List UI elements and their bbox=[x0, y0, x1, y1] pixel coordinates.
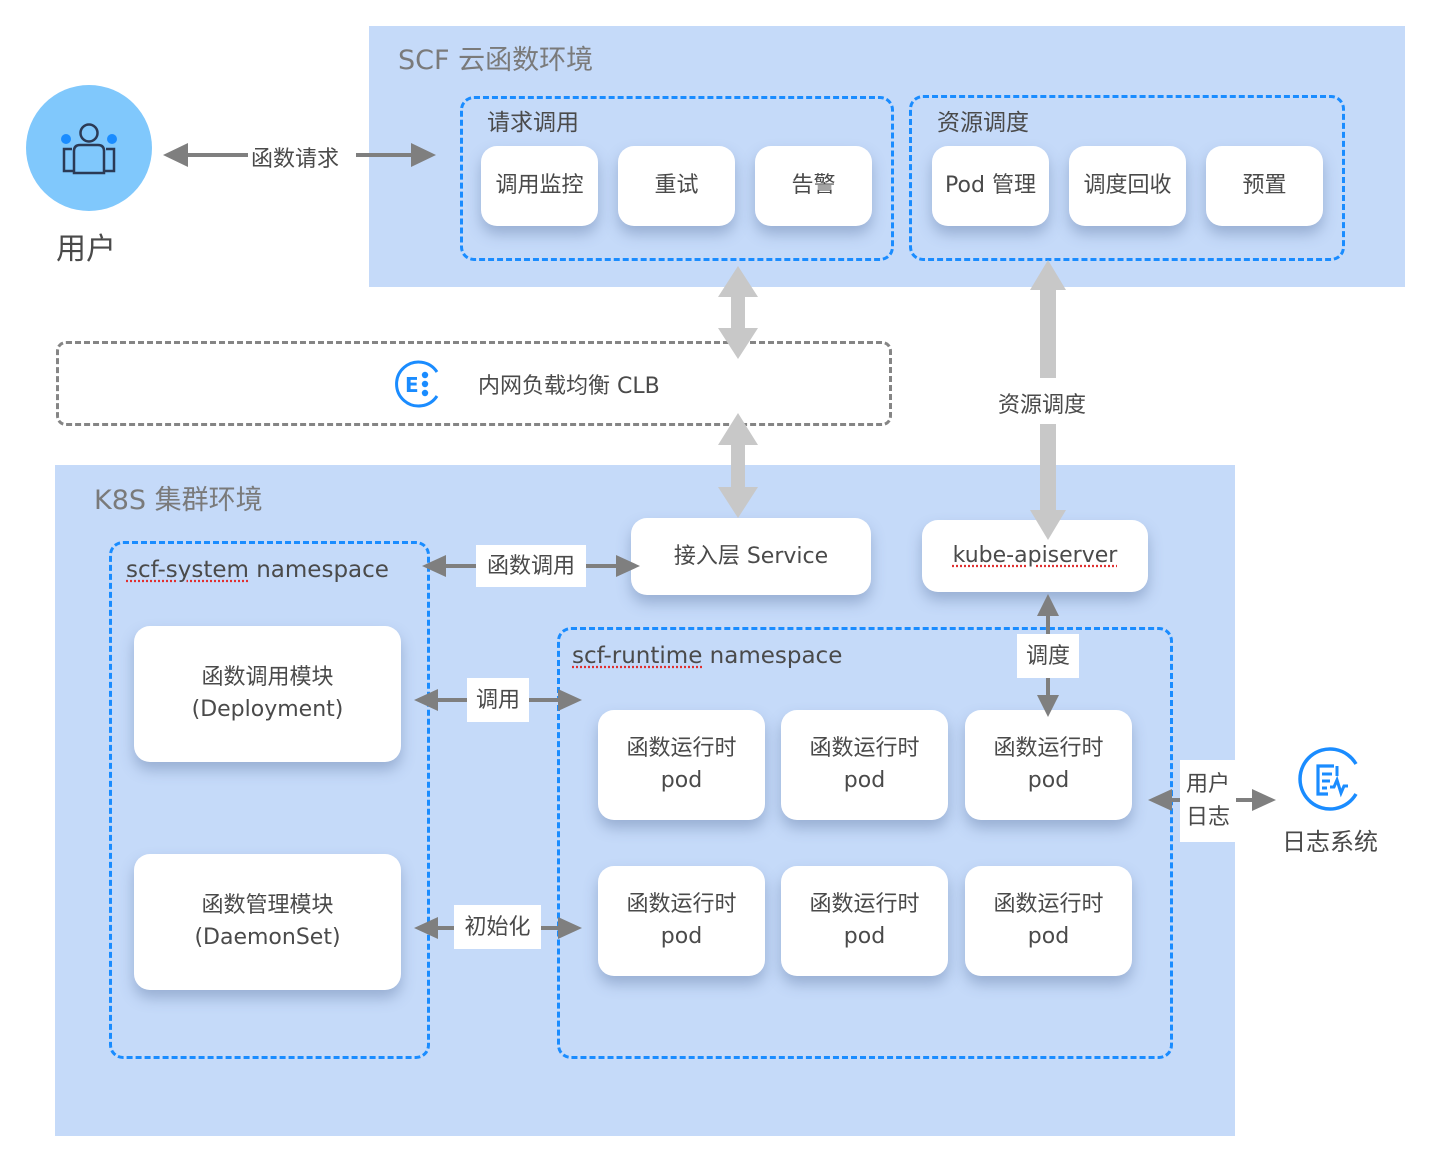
pod-name: 函数运行时 bbox=[809, 892, 920, 918]
clb-label: 内网负载均衡 CLB bbox=[478, 374, 660, 399]
pod-name: 函数运行时 bbox=[626, 736, 737, 762]
alarm-card[interactable]: 告警 bbox=[755, 146, 872, 226]
module-name: 函数调用模块 bbox=[201, 665, 334, 691]
runtime-pod[interactable]: 函数运行时 pod bbox=[781, 710, 948, 820]
scf-system-namespace bbox=[109, 541, 430, 1059]
namespace-suffix: namespace bbox=[248, 557, 389, 583]
namespace-suffix: namespace bbox=[702, 643, 843, 669]
resource-schedule-group-title: 资源调度 bbox=[937, 110, 1029, 136]
pod-kind: pod bbox=[843, 768, 886, 793]
kube-apiserver-label: kube-apiserver bbox=[952, 543, 1118, 569]
module-name: 函数管理模块 bbox=[201, 893, 334, 919]
log-system-label: 日志系统 bbox=[1282, 828, 1378, 856]
function-call-label: 函数调用 bbox=[476, 545, 586, 587]
invoke-label: 调用 bbox=[467, 678, 529, 722]
clb-box bbox=[56, 341, 892, 426]
retry-card[interactable]: 重试 bbox=[618, 146, 735, 226]
resource-schedule-arrow-label: 资源调度 bbox=[998, 385, 1087, 421]
user-label: 用户 bbox=[56, 232, 116, 267]
schedule-recycle-card[interactable]: 调度回收 bbox=[1069, 146, 1186, 226]
scf-runtime-namespace bbox=[557, 627, 1173, 1059]
pod-name: 函数运行时 bbox=[993, 736, 1104, 762]
provisioned-card[interactable]: 预置 bbox=[1206, 146, 1323, 226]
load-balancer-icon: E bbox=[395, 360, 439, 408]
kube-apiserver-card[interactable]: kube-apiserver bbox=[922, 520, 1148, 592]
scf-runtime-namespace-title: scf-runtime namespace bbox=[572, 643, 842, 669]
runtime-pod[interactable]: 函数运行时 pod bbox=[598, 866, 765, 976]
pod-kind: pod bbox=[1027, 768, 1070, 793]
resource-schedule-group bbox=[909, 95, 1345, 261]
pod-name: 函数运行时 bbox=[626, 892, 737, 918]
pod-name: 函数运行时 bbox=[809, 736, 920, 762]
runtime-pod[interactable]: 函数运行时 pod bbox=[781, 866, 948, 976]
user-log-label-line1: 用户 bbox=[1185, 772, 1230, 797]
module-kind: (DaemonSet) bbox=[194, 925, 341, 950]
pod-kind: pod bbox=[660, 768, 703, 793]
access-service-name: Service bbox=[746, 543, 829, 569]
user-log-label-line2: 日志 bbox=[1185, 805, 1230, 830]
pod-management-card[interactable]: Pod 管理 bbox=[932, 146, 1049, 226]
request-call-group bbox=[460, 96, 894, 261]
scf-system-name: scf-system bbox=[126, 557, 249, 583]
access-service-card[interactable]: 接入层 Service bbox=[631, 518, 871, 595]
runtime-pod[interactable]: 函数运行时 pod bbox=[965, 710, 1132, 820]
runtime-pod[interactable]: 函数运行时 pod bbox=[965, 866, 1132, 976]
pod-kind: pod bbox=[1027, 924, 1070, 949]
svg-text:E: E bbox=[405, 373, 419, 397]
module-kind: (Deployment) bbox=[191, 697, 344, 722]
scf-system-namespace-title: scf-system namespace bbox=[126, 557, 389, 583]
init-label: 初始化 bbox=[454, 905, 541, 949]
scf-environment-title: SCF 云函数环境 bbox=[398, 45, 594, 76]
runtime-pod[interactable]: 函数运行时 pod bbox=[598, 710, 765, 820]
access-service-prefix: 接入层 bbox=[673, 543, 747, 569]
pod-kind: pod bbox=[660, 924, 703, 949]
pod-name: 函数运行时 bbox=[993, 892, 1104, 918]
function-request-label: 函数请求 bbox=[249, 141, 342, 173]
function-invoke-module-card[interactable]: 函数调用模块 (Deployment) bbox=[134, 626, 401, 762]
call-monitor-card[interactable]: 调用监控 bbox=[481, 146, 598, 226]
pod-kind: pod bbox=[843, 924, 886, 949]
request-call-group-title: 请求调用 bbox=[487, 110, 579, 136]
log-monitor-icon[interactable] bbox=[1294, 742, 1368, 816]
user-avatar[interactable] bbox=[26, 85, 152, 211]
k8s-environment-title: K8S 集群环境 bbox=[94, 485, 263, 516]
users-group-icon bbox=[61, 123, 117, 175]
function-manage-module-card[interactable]: 函数管理模块 (DaemonSet) bbox=[134, 854, 401, 990]
schedule-label: 调度 bbox=[1017, 634, 1079, 678]
user-log-label: 用户 日志 bbox=[1180, 760, 1236, 842]
scf-runtime-name: scf-runtime bbox=[572, 643, 703, 669]
